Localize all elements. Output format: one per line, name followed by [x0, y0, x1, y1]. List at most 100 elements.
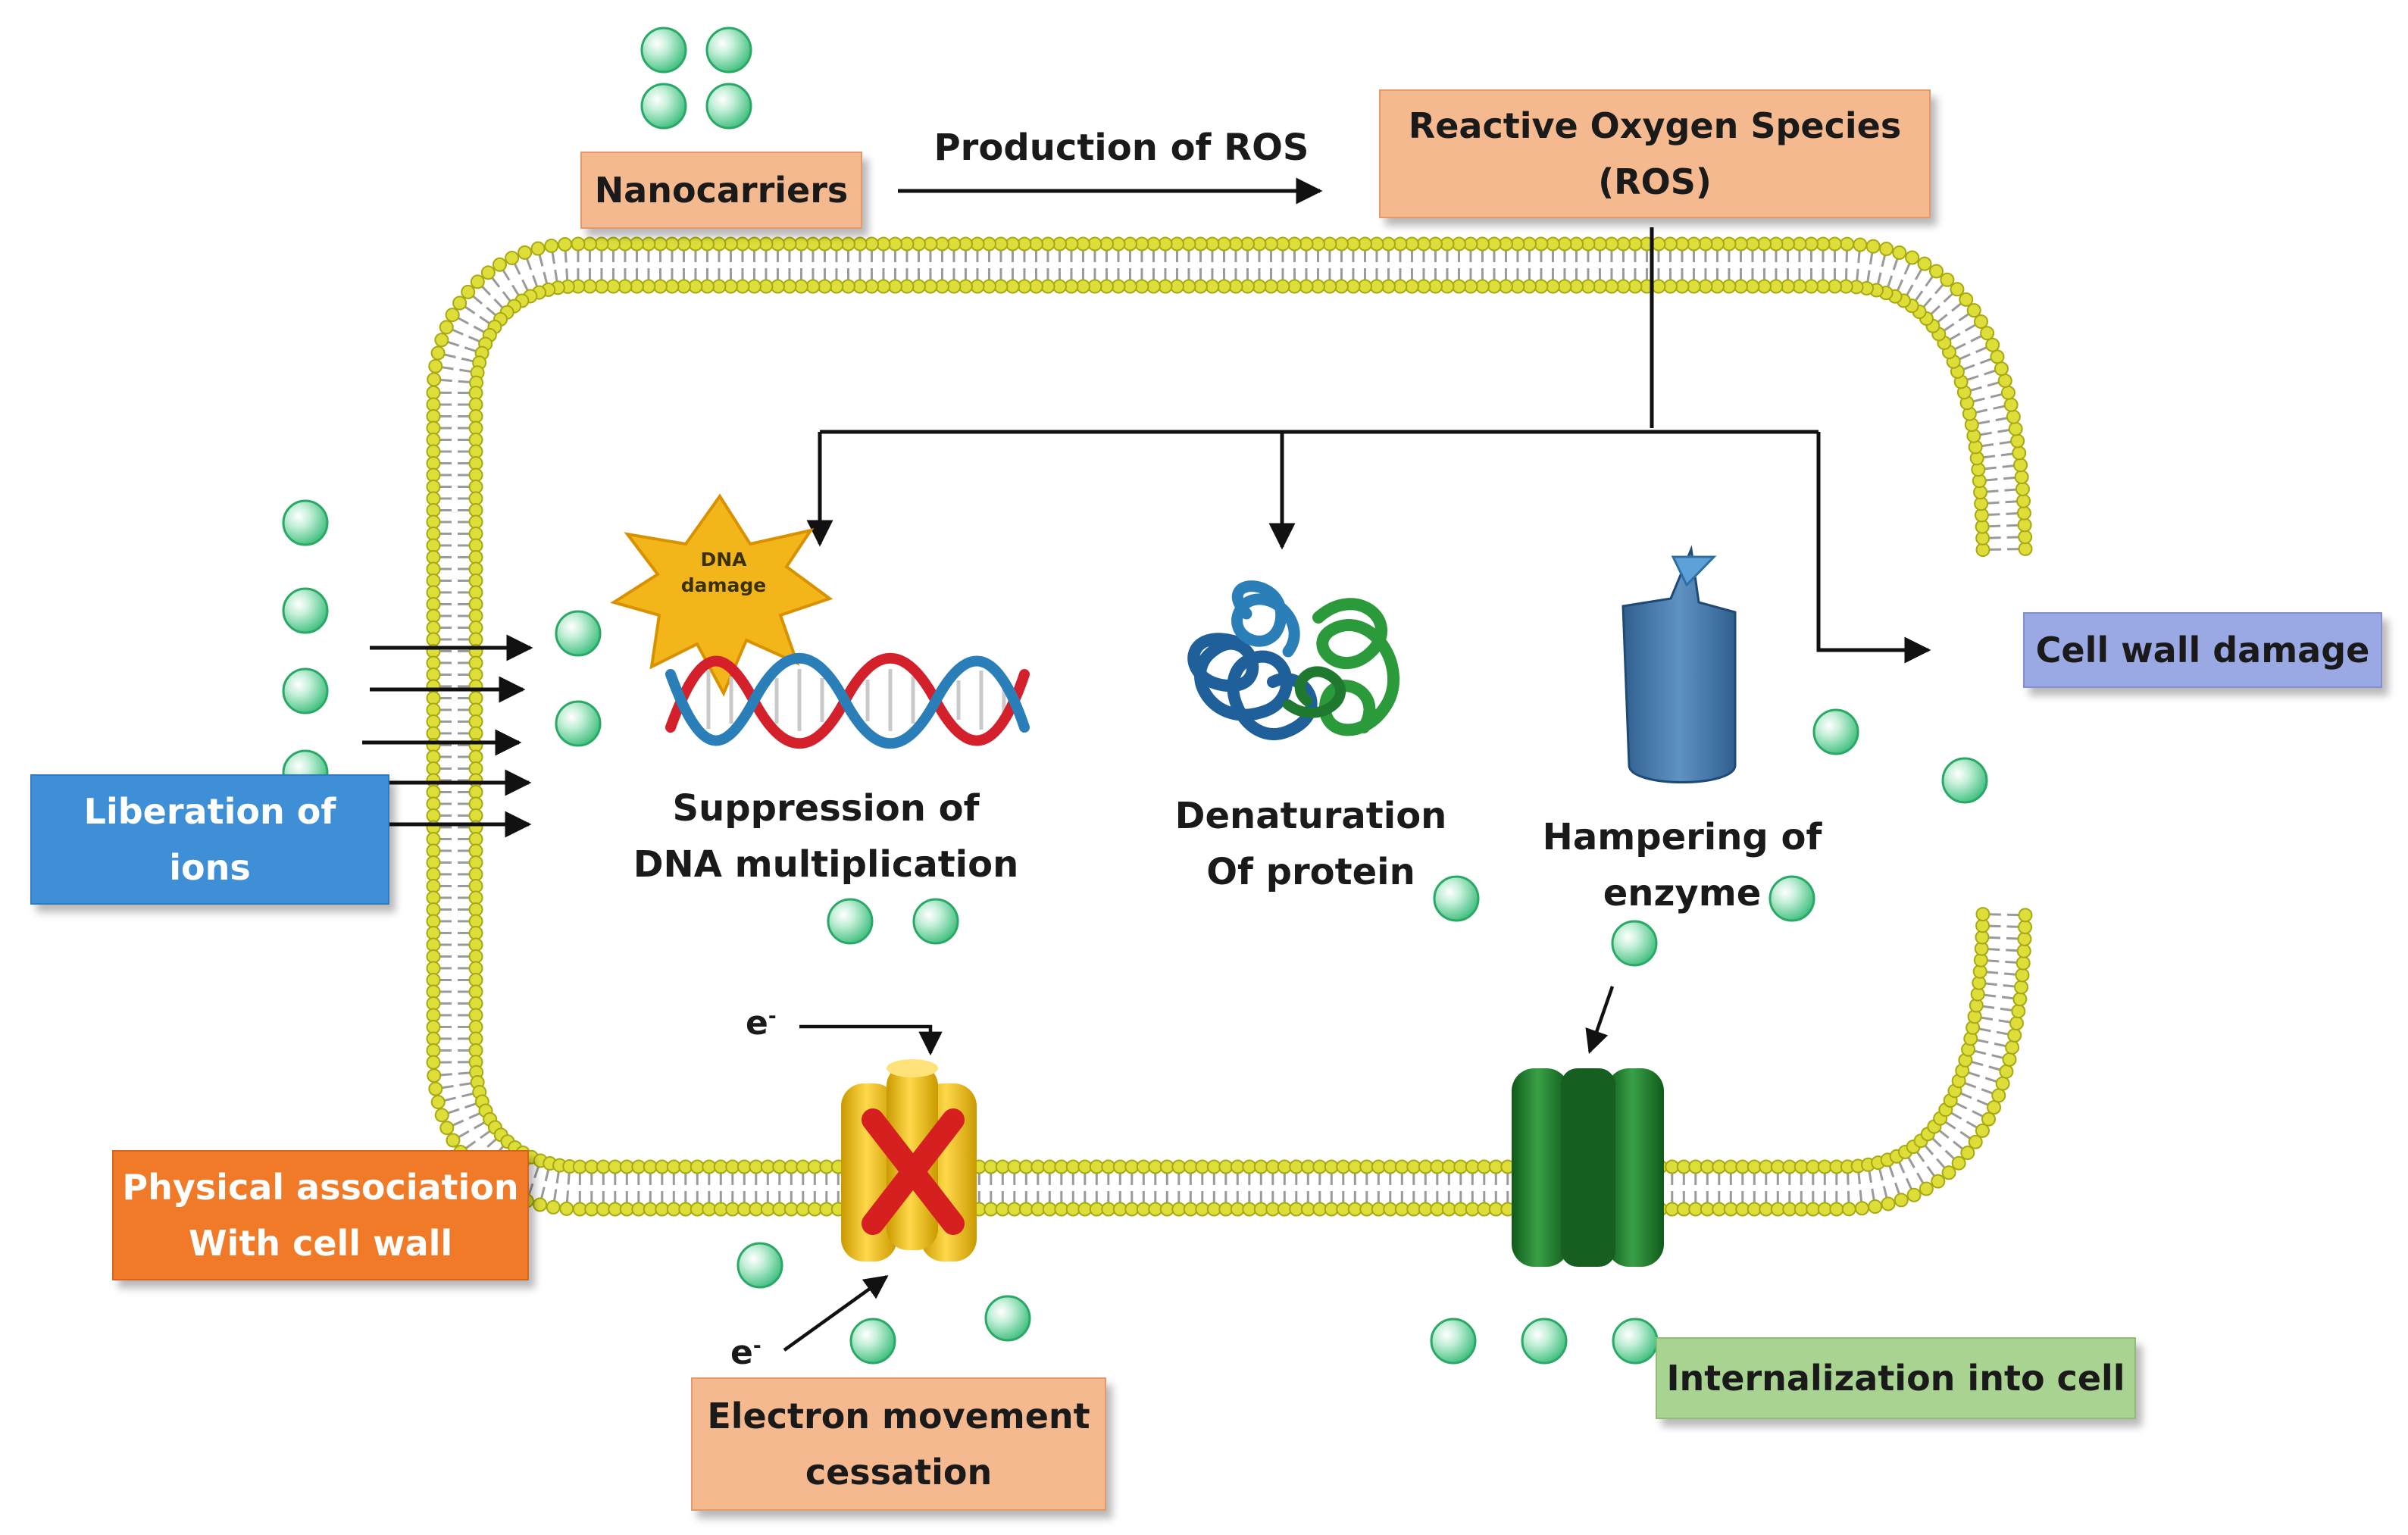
lipid-head: [468, 843, 483, 858]
lipid-head: [1487, 279, 1502, 294]
lipid-head: [1994, 361, 2009, 377]
lipid-head: [1052, 279, 1067, 294]
lipid-head: [1275, 236, 1290, 252]
lipid-head: [1651, 279, 1666, 294]
lipid-head: [1359, 1159, 1374, 1174]
lipid-head: [426, 420, 441, 436]
lipid-head: [452, 295, 468, 311]
lipid-head: [1973, 314, 1988, 330]
lipid-head: [2009, 1016, 2024, 1031]
lipid-head: [1075, 279, 1090, 294]
lipid-tail: [452, 1111, 481, 1127]
lipid-head: [1985, 337, 2000, 352]
lipid-head: [711, 236, 727, 252]
lipid-head: [1451, 279, 1466, 294]
lipid-head: [1369, 279, 1384, 294]
lipid-head: [1688, 1159, 1703, 1174]
lipid-head: [760, 1159, 775, 1174]
lipid-head: [1312, 1202, 1328, 1217]
lipid-head: [426, 408, 441, 424]
lipid-head: [1158, 236, 1173, 252]
dna-damage-line1: DNA: [700, 549, 747, 571]
lipid-head: [887, 236, 902, 252]
electron-out-arrow: [783, 1275, 889, 1352]
lipid-head: [1745, 236, 1760, 252]
enzyme-icon: [1621, 545, 1737, 783]
lipid-head: [468, 690, 483, 705]
lipid-tail: [1988, 536, 2019, 539]
lipid-head: [426, 549, 441, 564]
lipid-tail: [1972, 392, 2003, 403]
lipid-head: [468, 890, 483, 905]
lipid-head: [666, 1159, 681, 1174]
lipid-head: [1463, 279, 1478, 294]
lipid-head: [559, 1201, 574, 1216]
lipid-head: [572, 1159, 587, 1174]
lipid-tail: [527, 1166, 540, 1196]
dna-damage-line2: damage: [680, 574, 767, 596]
lipid-head: [1169, 279, 1184, 294]
lipid-head: [426, 632, 441, 647]
lipid-head: [1815, 236, 1831, 252]
lipid-head: [1148, 1159, 1163, 1174]
lipid-tail: [441, 366, 472, 374]
lipid-head: [1488, 1159, 1503, 1174]
lipid-tail: [551, 252, 558, 283]
lipid-head: [1404, 279, 1419, 294]
lipid-head: [596, 1202, 611, 1217]
lipid-head: [1712, 1202, 1727, 1217]
lipid-head: [981, 279, 996, 294]
lipid-head: [530, 241, 546, 256]
lipid-tail: [1976, 1039, 2007, 1048]
lipid-head: [1159, 1159, 1174, 1174]
lipid-tail: [480, 285, 504, 309]
lipid-head: [678, 1159, 693, 1174]
lipid-head: [584, 1202, 599, 1217]
lipid-head: [468, 1019, 483, 1034]
lipid-head: [468, 914, 483, 929]
lipid-head: [468, 1008, 483, 1023]
lipid-tail: [1906, 268, 1923, 296]
electron-in-arrow: [799, 1024, 943, 1056]
lipid-head: [746, 236, 761, 252]
lipid-head: [1651, 236, 1666, 252]
nanoparticle-icon: [1812, 708, 1859, 755]
lipid-head: [2015, 481, 2030, 496]
lipid-head: [427, 372, 442, 387]
lipid-head: [1101, 1202, 1116, 1217]
lipid-head: [2018, 541, 2033, 556]
lipid-head: [2012, 992, 2028, 1007]
lipid-head: [946, 279, 962, 294]
lipid-head: [1770, 1159, 1785, 1174]
lipid-head: [468, 1031, 483, 1046]
lipid-head: [1712, 1159, 1727, 1174]
lipid-head: [1347, 1202, 1362, 1217]
lipid-tail: [525, 258, 539, 288]
lipid-tail: [439, 1071, 471, 1077]
lipid-head: [426, 1008, 441, 1023]
lipid-head: [1265, 1202, 1281, 1217]
lipid-head: [468, 808, 483, 823]
nanoparticle-icon: [984, 1295, 1031, 1342]
nanoparticle-icon: [282, 667, 329, 714]
lipid-head: [533, 1197, 548, 1212]
lipid-head: [1324, 1159, 1339, 1174]
lipid-head: [596, 1159, 611, 1174]
lipid-head: [1169, 236, 1184, 252]
lipid-head: [1275, 279, 1290, 294]
lipid-head: [1183, 1159, 1198, 1174]
lipid-head: [1406, 1202, 1421, 1217]
lipid-head: [1780, 279, 1795, 294]
lipid-head: [1418, 1202, 1433, 1217]
lipid-head: [702, 1159, 717, 1174]
lipid-head: [1253, 1159, 1268, 1174]
lipid-head: [1146, 279, 1161, 294]
lipid-tail: [1914, 275, 1934, 302]
lipid-tail: [1915, 1151, 1936, 1177]
lipid-tail: [443, 353, 474, 363]
lipid-tail: [447, 340, 477, 353]
lipid-head: [713, 1159, 728, 1174]
lipid-head: [1416, 236, 1431, 252]
lipid-head: [468, 949, 483, 964]
